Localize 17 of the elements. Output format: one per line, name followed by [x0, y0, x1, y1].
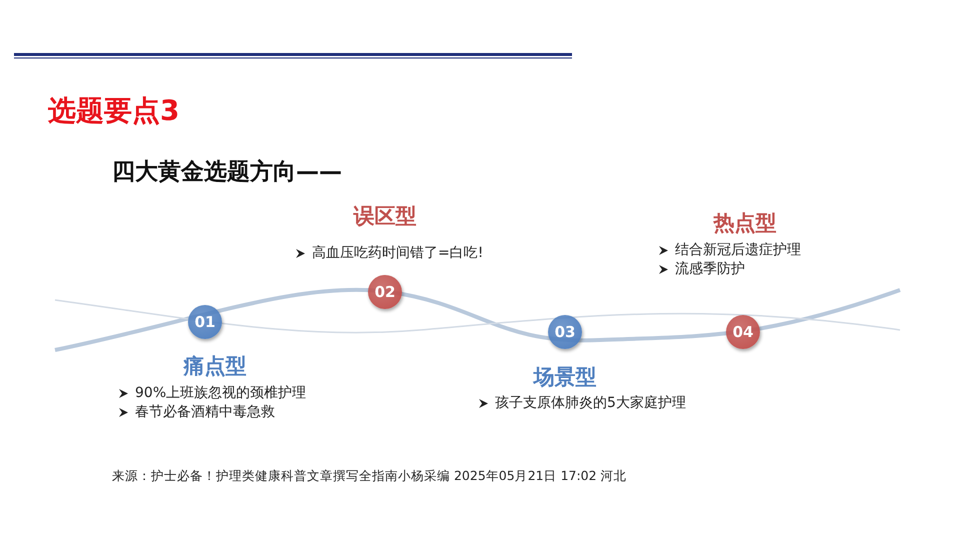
number-circle: 03 [548, 315, 582, 349]
category-heading: 热点型 [714, 210, 776, 237]
number-circle: 01 [188, 305, 222, 339]
bullet-text: 春节必备酒精中毒急救 [135, 403, 275, 421]
number-circle: 02 [368, 275, 402, 309]
bullet-text: 高血压吃药时间错了=白吃! [312, 244, 484, 262]
bullet-text: 流感季防护 [675, 260, 745, 278]
category-heading: 场景型 [534, 364, 596, 391]
subtitle: 四大黄金选题方向—— [112, 158, 342, 187]
bullet-text: 结合新冠后遗症护理 [675, 241, 801, 259]
category-heading: 误区型 [354, 203, 416, 230]
category-heading: 痛点型 [184, 353, 246, 380]
number-circle: 04 [726, 315, 760, 349]
bullet-text: 孩子支原体肺炎的5大家庭护理 [495, 394, 686, 412]
bullet-text: 90%上班族忽视的颈椎护理 [135, 384, 306, 402]
source-note: 来源：护士必备！护理类健康科普文章撰写全指南小杨采编 2025年05月21日 17:02 河北 [112, 468, 627, 485]
slide-title: 选题要点3 [48, 93, 180, 129]
